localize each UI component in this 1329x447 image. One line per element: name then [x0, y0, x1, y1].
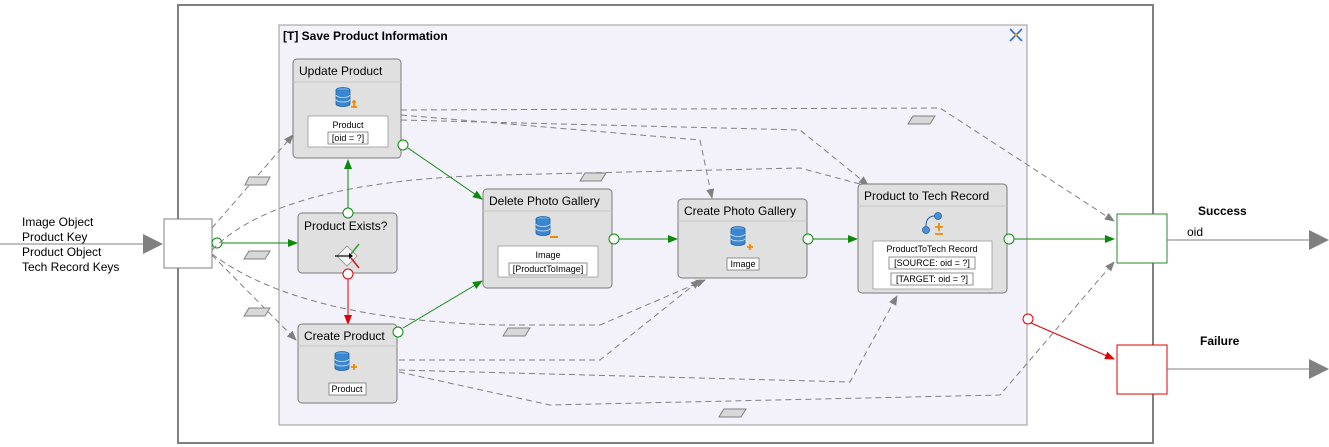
transport-marker-icon	[907, 115, 936, 125]
node-create-product[interactable]: Create Product Product	[297, 323, 398, 404]
input-arrow-icon	[143, 234, 163, 254]
input-collector-port[interactable]	[211, 237, 223, 249]
transport-marker-icon	[579, 172, 607, 182]
output-failure[interactable]: Failure	[1116, 334, 1240, 395]
transport-flow	[400, 119, 869, 186]
input-label-2: Product Key	[22, 230, 87, 244]
failure-arrow-icon	[1309, 359, 1329, 379]
node-title: Product to Tech Record	[864, 189, 989, 203]
success-param: oid	[1187, 225, 1203, 239]
ko-flow	[1030, 322, 1115, 360]
param-title: ProductToTech Record	[886, 244, 977, 254]
node-product-to-tech-record[interactable]: Product to Tech Record ProductToTech Rec…	[857, 183, 1008, 294]
transport-marker-icon	[718, 408, 747, 418]
success-label: Success	[1198, 204, 1247, 218]
input-label-3: Product Object	[22, 245, 102, 259]
failure-label: Failure	[1200, 334, 1240, 348]
transport-marker-icon	[244, 176, 271, 186]
transport-marker-icon	[243, 307, 271, 317]
node-title: Create Product	[304, 329, 385, 343]
ok-flows	[222, 147, 1115, 329]
product-exists-ok-port[interactable]	[342, 207, 354, 219]
create-product-ok-port[interactable]	[392, 326, 404, 338]
param-title: Product	[331, 384, 363, 394]
node-title: Update Product	[299, 64, 383, 78]
node-delete-photo-gallery[interactable]: Delete Photo Gallery Image [ProductToIma…	[482, 188, 613, 289]
container-title: [T] Save Product Information	[283, 29, 448, 43]
create-photo-gallery-ok-port[interactable]	[802, 233, 814, 245]
node-update-product[interactable]: Update Product Product [oid = ?]	[292, 58, 402, 159]
transport-marker-icon	[243, 250, 271, 260]
transport-flow	[399, 279, 701, 361]
ok-flow	[407, 147, 483, 200]
input-parameters: Image Object Product Key Product Object …	[22, 215, 119, 274]
param-value: [ProductToImage]	[513, 264, 584, 274]
output-success[interactable]: Success oid	[1116, 204, 1247, 264]
database-remove-icon	[535, 216, 558, 238]
ok-flow	[402, 280, 483, 329]
transport-flow	[398, 295, 898, 383]
param-value: [oid = ?]	[332, 133, 364, 143]
node-title: Product Exists?	[304, 219, 388, 233]
transport-flow	[400, 114, 715, 199]
collapse-arrows-icon[interactable]	[1009, 28, 1023, 42]
transport-flow	[211, 253, 706, 326]
node-product-exists[interactable]: Product Exists?	[297, 212, 398, 274]
node-create-photo-gallery[interactable]: Create Photo Gallery Image	[677, 198, 808, 279]
product-to-tech-record-ok-port[interactable]	[1003, 233, 1015, 245]
database-add-icon	[335, 87, 357, 108]
database-add-icon	[334, 351, 357, 371]
transport-flow	[398, 261, 1115, 406]
update-product-ok-port[interactable]	[397, 139, 409, 151]
param-title: Image	[535, 250, 560, 260]
ko-flows	[344, 279, 1115, 360]
delete-photo-gallery-ok-port[interactable]	[608, 233, 620, 245]
param-target: [TARGET: oid = ?]	[896, 274, 968, 284]
param-source: [SOURCE: oid = ?]	[894, 258, 970, 268]
node-title: Delete Photo Gallery	[489, 194, 600, 208]
input-label-4: Tech Record Keys	[22, 260, 119, 274]
node-title: Create Photo Gallery	[684, 204, 796, 218]
container-ko-port[interactable]	[1022, 313, 1034, 325]
param-title: Product	[332, 120, 364, 130]
product-exists-ko-port[interactable]	[342, 268, 354, 280]
input-collector[interactable]	[163, 218, 213, 269]
database-add-icon	[730, 226, 753, 250]
input-label-1: Image Object	[22, 215, 94, 229]
relation-add-icon	[922, 212, 943, 235]
switch-icon	[335, 243, 360, 269]
transport-marker-icon	[502, 327, 531, 337]
transport-markers	[243, 115, 936, 418]
param-title: Image	[730, 259, 755, 269]
success-arrow-icon	[1309, 230, 1329, 250]
transport-flow	[211, 167, 872, 251]
